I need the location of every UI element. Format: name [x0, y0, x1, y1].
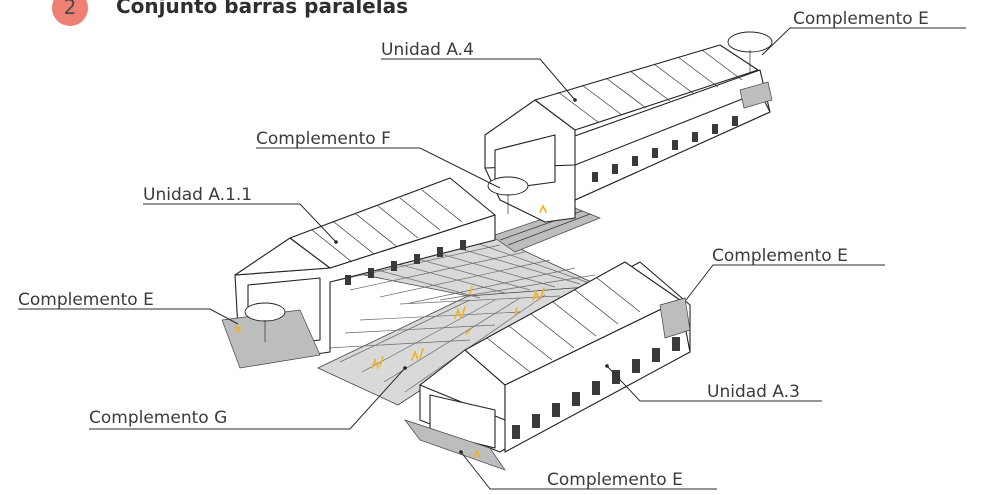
- svg-text:Complemento E: Complemento E: [18, 290, 154, 310]
- header: 2 Conjunto barras paralelas: [52, 0, 408, 26]
- label-complemento-e-top: Complemento E: [761, 9, 966, 56]
- roof-ridges-a3: [486, 277, 641, 373]
- roof-ridges-a4: [557, 49, 743, 123]
- label-unidad-a11: Unidad A.1.1: [143, 185, 337, 243]
- diagram-title: Conjunto barras paralelas: [116, 0, 408, 18]
- svg-text:Complemento E: Complemento E: [793, 9, 929, 29]
- svg-text:Unidad A.4: Unidad A.4: [381, 40, 474, 60]
- windows-a11: [345, 240, 466, 285]
- svg-text:Complemento F: Complemento F: [256, 129, 391, 149]
- svg-text:Complemento E: Complemento E: [547, 470, 683, 490]
- number-badge-label: 2: [64, 0, 77, 19]
- label-complemento-f: Complemento F: [256, 129, 501, 189]
- label-unidad-a3: Unidad A.3: [606, 365, 822, 402]
- building-unidad-a4: [484, 44, 773, 223]
- svg-text:Complemento E: Complemento E: [712, 246, 848, 266]
- tree-icon: [244, 302, 286, 342]
- label-complemento-g: Complemento G: [89, 367, 406, 430]
- tree-icon: [487, 176, 529, 214]
- svg-text:Unidad A.1.1: Unidad A.1.1: [143, 185, 252, 205]
- windows-a3: [512, 337, 680, 439]
- label-complemento-e-bottom: Complemento E: [460, 451, 717, 490]
- label-unidad-a4: Unidad A.4: [381, 40, 576, 101]
- tree-icon: [727, 31, 773, 72]
- person-figure-icon: [235, 204, 547, 458]
- label-complemento-e-right: Complemento E: [685, 246, 885, 301]
- svg-text:Complemento G: Complemento G: [89, 408, 227, 428]
- label-complemento-e-left: Complemento E: [18, 290, 239, 325]
- number-badge: [52, 0, 88, 26]
- windows-a4: [592, 116, 738, 182]
- svg-text:Unidad A.3: Unidad A.3: [707, 382, 800, 402]
- roof-ridges-a11: [311, 189, 463, 263]
